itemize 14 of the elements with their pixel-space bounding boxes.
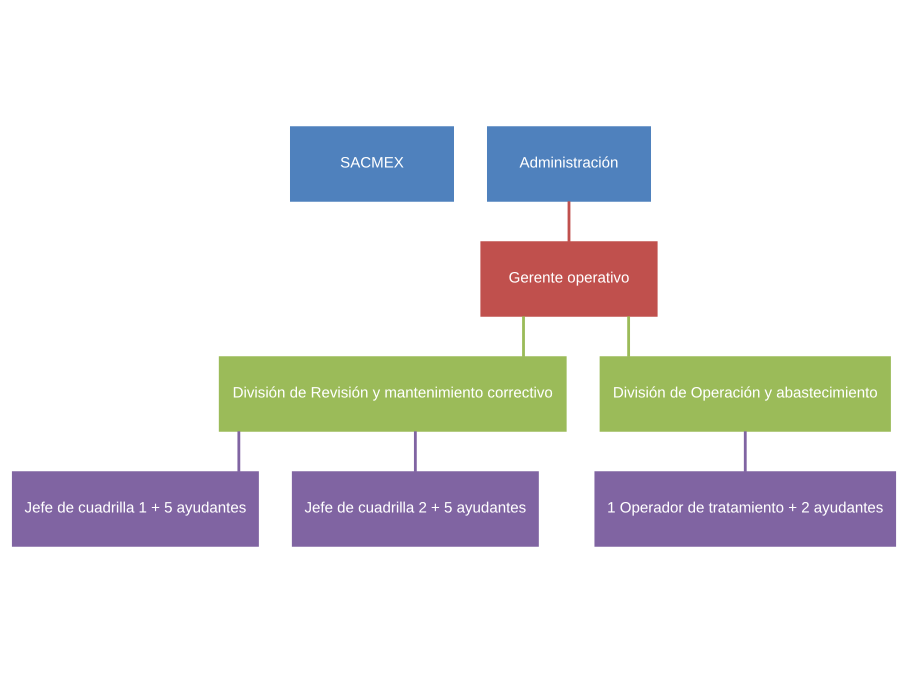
connector — [744, 431, 747, 472]
node-box: Gerente operativo — [480, 241, 658, 317]
node-box: 1 Operador de tratamiento + 2 ayudantes — [594, 471, 896, 547]
node-box: División de Operación y abastecimiento — [600, 356, 891, 432]
connector — [237, 431, 240, 472]
connector — [522, 316, 525, 356]
connector — [627, 316, 630, 356]
node-box: Jefe de cuadrilla 2 + 5 ayudantes — [292, 471, 539, 547]
connector — [568, 201, 570, 242]
connector — [414, 431, 417, 472]
node-box: Jefe de cuadrilla 1 + 5 ayudantes — [12, 471, 259, 547]
node-box: Administración — [486, 126, 651, 202]
node-box: División de Revisión y mantenimiento correctivo — [218, 356, 567, 432]
node-box: SACMEX — [290, 126, 454, 202]
